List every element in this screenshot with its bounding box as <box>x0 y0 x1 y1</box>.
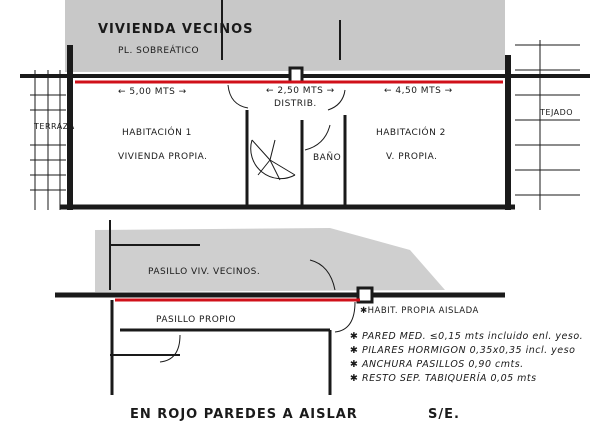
spiral-stair <box>250 139 296 181</box>
scale-label: S/E. <box>428 407 460 422</box>
room1-name: HABITACIÓN 1 <box>122 128 192 138</box>
note-1: ✱ PARED MED. ≤0,15 mts incluido enl. yes… <box>350 331 584 342</box>
room2-subtitle: V. PROPIA. <box>386 152 438 162</box>
own-corridor-label: PASILLO PROPIO <box>156 315 236 325</box>
note-3: ✱ ANCHURA PASILLOS 0,90 cmts. <box>350 359 524 370</box>
dimension-center: ← 2,50 MTS → <box>266 86 335 96</box>
terrace-grid <box>30 70 66 210</box>
neighbor-area-bottom <box>95 228 445 292</box>
room1-subtitle: VIVIENDA PROPIA. <box>118 152 208 162</box>
legend-red-walls: EN ROJO PAREDES A AISLAR <box>130 407 358 422</box>
terrace-label: TERRAZA <box>34 122 75 131</box>
neighbors-title: VIVIENDA VECINOS <box>98 22 254 37</box>
floor-label: PL. SOBREÁTICO <box>118 46 200 56</box>
roof-label: TEJADO <box>540 108 574 117</box>
dimension-left: ← 5,00 MTS → <box>118 87 187 97</box>
note-2: ✱ PILARES HORMIGON 0,35x0,35 incl. yeso <box>350 345 576 356</box>
roof-tiles <box>515 40 580 210</box>
neighbor-area-top <box>65 0 505 72</box>
note-4: ✱ RESTO SEP. TABIQUERÍA 0,05 mts <box>350 373 537 384</box>
neighbors-corridor-label: PASILLO VIV. VECINOS. <box>148 267 261 277</box>
bath-label: BAÑO <box>313 153 342 163</box>
room2-name: HABITACIÓN 2 <box>376 128 446 138</box>
isolated-room-note: ✱HABIT. PROPIA AISLADA <box>360 306 479 316</box>
dimension-right: ← 4,50 MTS → <box>384 86 453 96</box>
distributor-label: DISTRIB. <box>274 99 317 109</box>
